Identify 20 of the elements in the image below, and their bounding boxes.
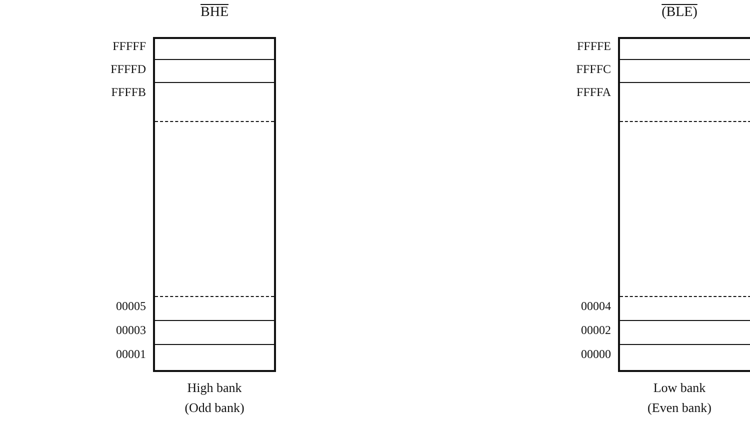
address-label: FFFFD: [110, 62, 146, 76]
signal-title: BHE: [200, 5, 228, 21]
bank-caption: High bank (Odd bank): [184, 379, 246, 417]
address-label: FFFFB: [110, 85, 146, 99]
address-label: FFFFA: [576, 85, 611, 99]
address-label: 00002: [580, 323, 611, 337]
address-label: FFFFE: [576, 39, 611, 53]
memory-bank-box: [618, 37, 750, 372]
memory-cell: [155, 296, 274, 321]
address-label: FFFFC: [575, 62, 611, 76]
memory-bank-box: [153, 37, 276, 372]
memory-cell: [620, 296, 750, 321]
address-label: 00004: [580, 299, 611, 313]
bank-caption: Low bank (Even bank): [646, 379, 712, 417]
address-label: 00001: [115, 347, 146, 361]
address-label: 00005: [115, 299, 146, 313]
address-label: 00000: [580, 347, 611, 361]
address-label: FFFFF: [112, 39, 146, 53]
address-label: 00003: [115, 323, 146, 337]
signal-title: (BLE): [662, 5, 698, 21]
